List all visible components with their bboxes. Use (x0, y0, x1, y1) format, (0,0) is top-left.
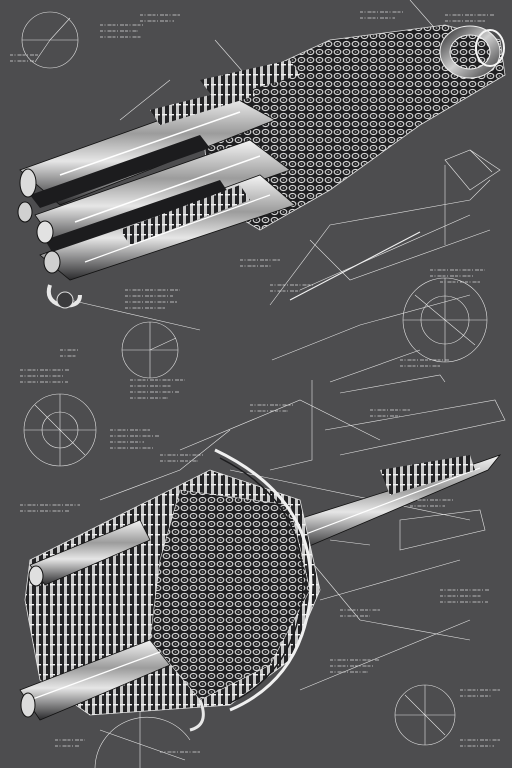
lower-spacecraft (19, 448, 502, 732)
circular-diagrams (21, 11, 488, 768)
handwritten-annotations (10, 11, 500, 753)
upper-spacecraft (17, 24, 506, 309)
